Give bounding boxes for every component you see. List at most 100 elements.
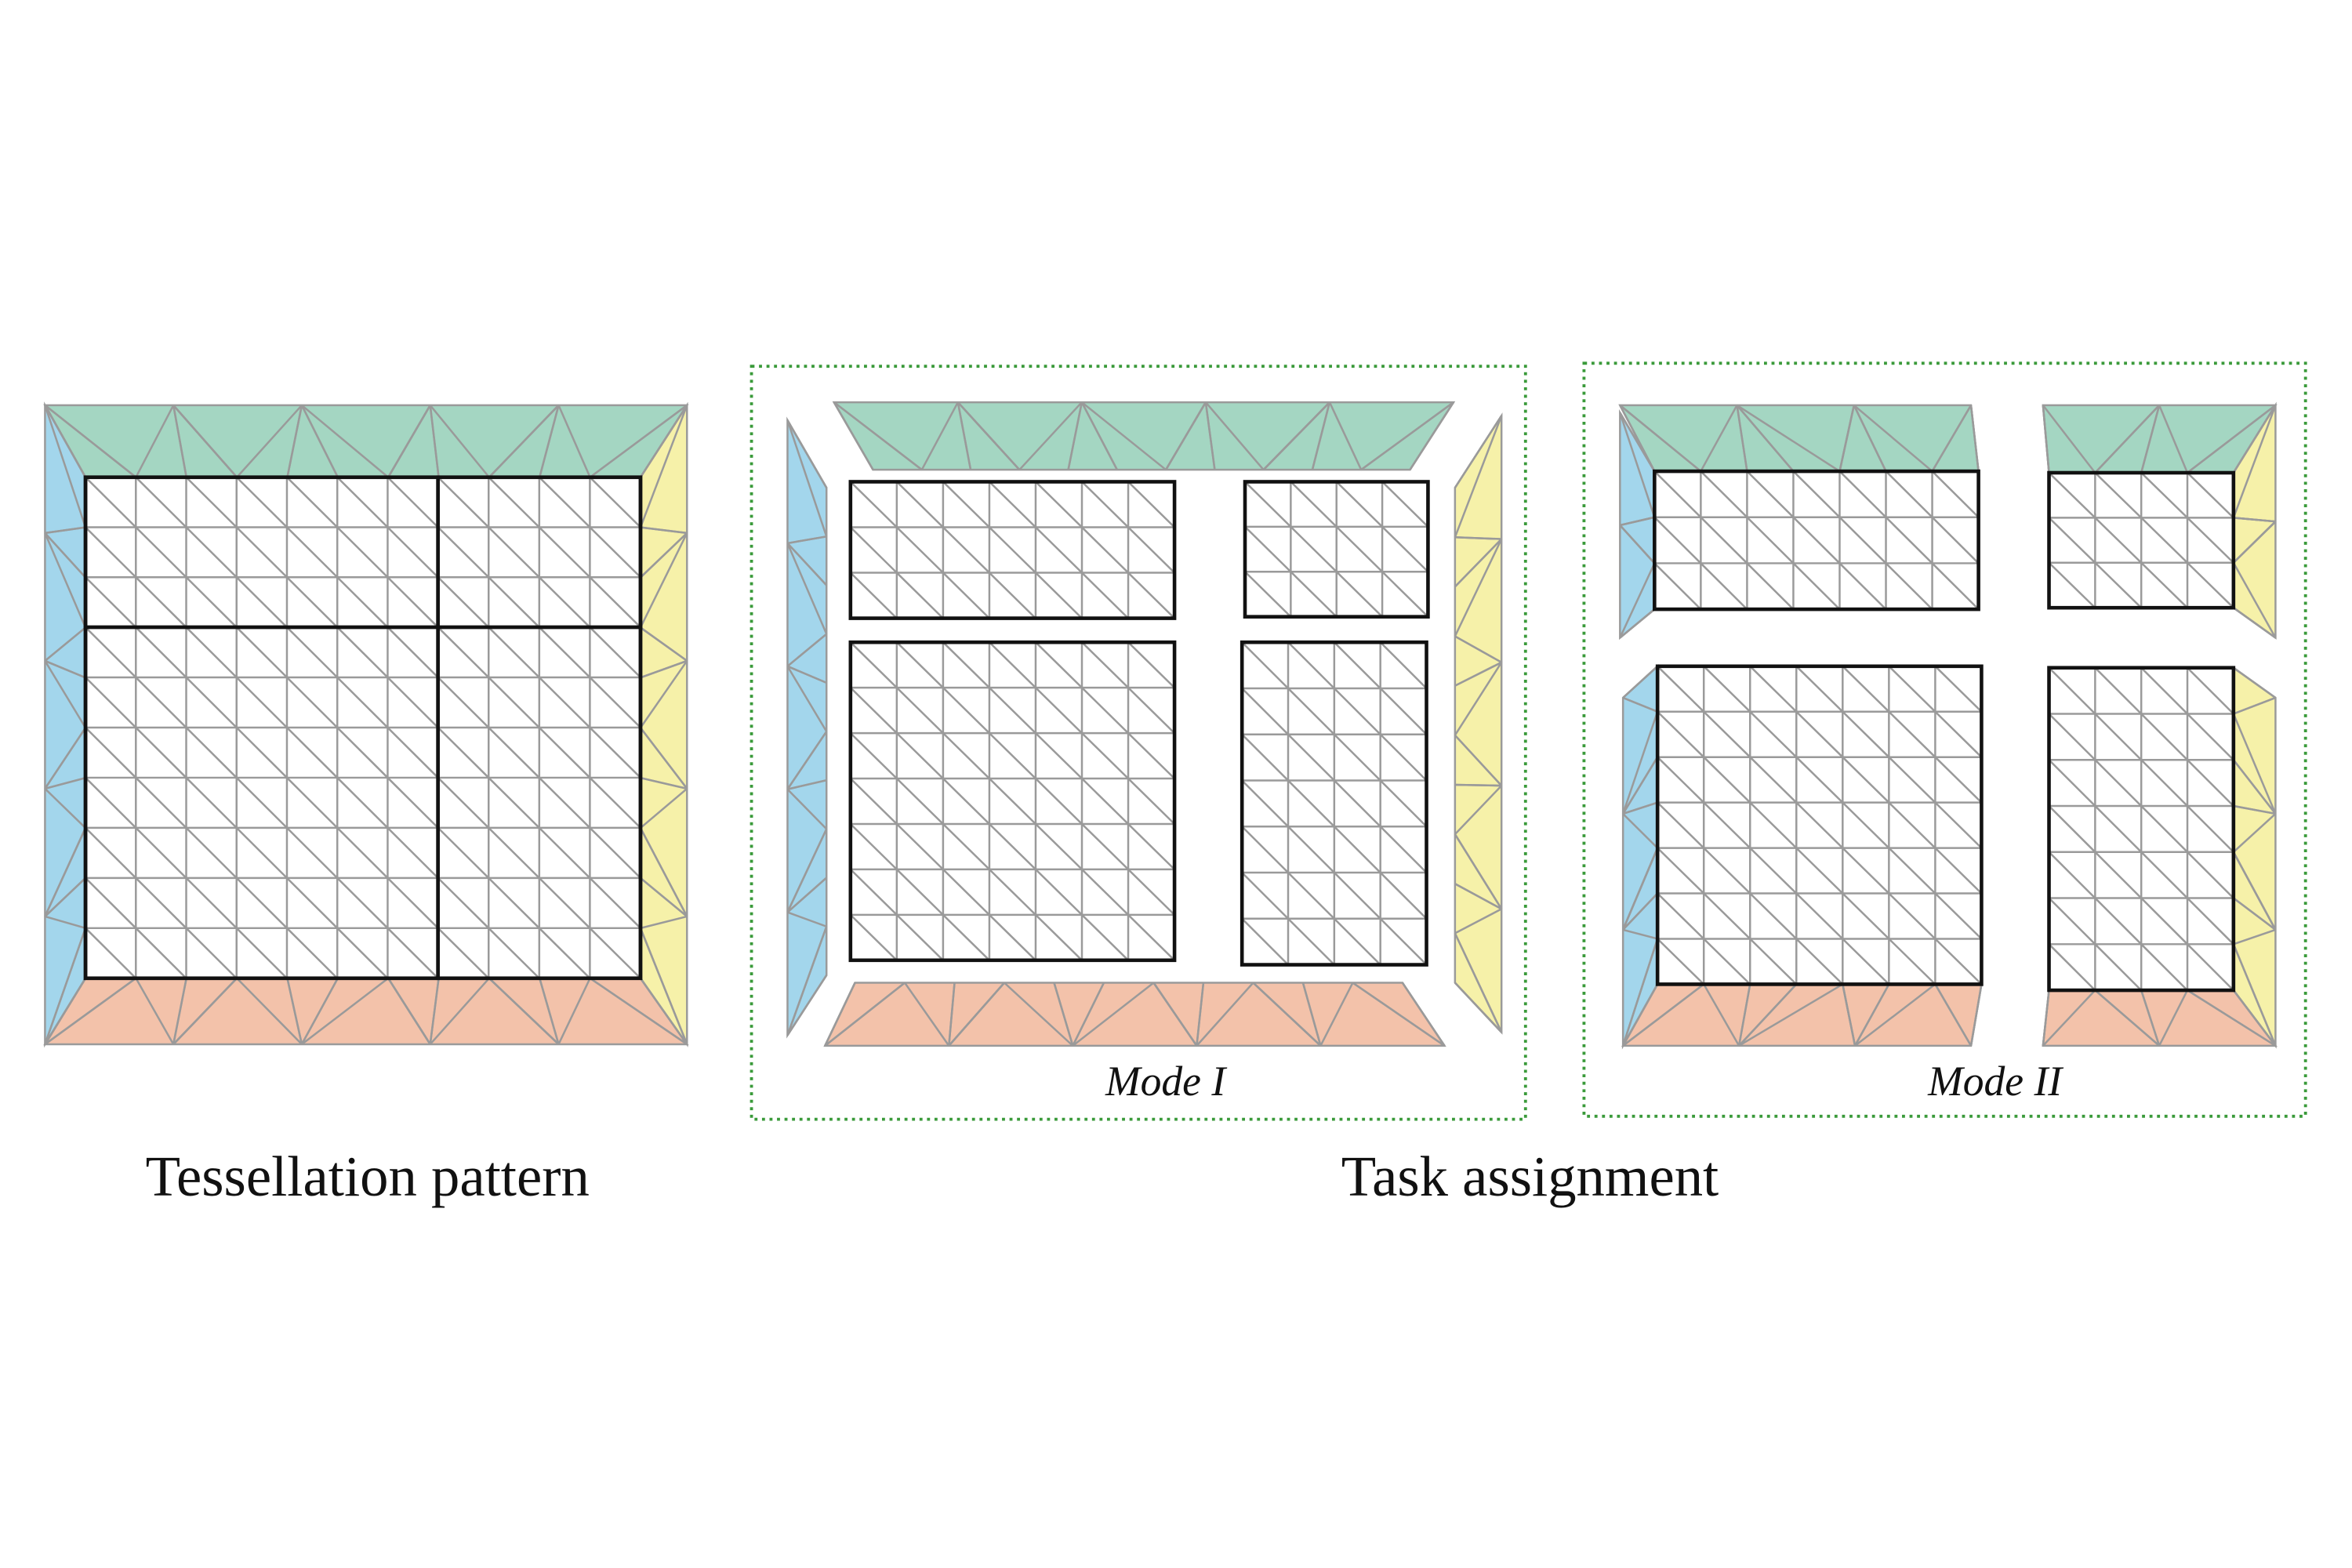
- mode2-bottom-right-strip-edge: [2140, 989, 2161, 1047]
- cell-diagonal: [85, 827, 137, 879]
- mode1-left-strip-edge: [787, 911, 827, 927]
- cell-diagonal: [1795, 892, 1844, 940]
- mode1-bottom-strip-edge: [824, 982, 856, 1047]
- cell-diagonal: [1842, 892, 1890, 940]
- cell-diagonal: [235, 827, 288, 879]
- cell-diagonal: [1838, 562, 1887, 610]
- cell-diagonal: [2140, 897, 2188, 946]
- cell-diagonal: [942, 913, 990, 961]
- cell-diagonal: [1241, 641, 1289, 689]
- cell-diagonal: [1703, 938, 1751, 985]
- cell-diagonal: [2187, 561, 2234, 609]
- cell-diagonal: [1657, 756, 1705, 804]
- mode2-bottom-left-side-strip-edge: [1622, 757, 1659, 815]
- cell-diagonal: [85, 526, 137, 579]
- cell-diagonal: [2094, 666, 2143, 715]
- mode1-left-strip-edge: [786, 419, 828, 488]
- cell-diagonal: [942, 732, 990, 779]
- top-boundary-strip-edge: [172, 405, 187, 477]
- cell-diagonal: [235, 677, 288, 728]
- cell-diagonal: [1653, 562, 1702, 610]
- cell-diagonal: [336, 576, 389, 628]
- cell-diagonal: [135, 827, 187, 879]
- mode2-bottom-right-side-strip-edge: [2232, 943, 2277, 1047]
- cell-diagonal: [1333, 733, 1381, 782]
- mode1-top-strip-edge: [833, 401, 923, 471]
- top-boundary-strip-edge: [300, 405, 339, 478]
- bottom-boundary-strip-edge: [300, 978, 339, 1045]
- mode1-top-strip-edge: [1018, 401, 1083, 471]
- cell-diagonal: [235, 877, 288, 929]
- cell-diagonal: [1335, 571, 1383, 618]
- mode2-block-top-left-outline: [1653, 469, 1980, 612]
- cell-diagonal: [185, 877, 238, 929]
- mode2-bottom-right-side-strip-edge: [2232, 759, 2277, 815]
- cell-diagonal: [895, 778, 944, 825]
- cell-diagonal: [235, 626, 288, 678]
- cell-diagonal: [286, 777, 339, 829]
- cell-diagonal: [1381, 481, 1429, 528]
- right-boundary-strip-edge: [640, 526, 688, 535]
- cell-diagonal: [1934, 892, 1983, 940]
- mode2-bottom-right-side-strip-edge: [2233, 804, 2276, 815]
- mode1-left-strip-edge: [786, 419, 828, 537]
- cell-diagonal: [1081, 641, 1129, 689]
- cell-diagonal: [185, 777, 238, 829]
- cell-diagonal: [2187, 897, 2234, 946]
- cell-diagonal: [1287, 917, 1335, 966]
- cell-diagonal: [2140, 805, 2188, 853]
- cell-diagonal: [286, 626, 339, 678]
- mode2-top-left-strip-edge: [1931, 405, 1973, 472]
- cell-diagonal: [589, 827, 641, 879]
- cell-diagonal: [589, 476, 641, 528]
- mode1-bottom-strip-edge: [1252, 982, 1322, 1047]
- right-boundary-strip-edge: [640, 659, 688, 679]
- cell-diagonal: [1934, 847, 1983, 895]
- right-boundary-strip-edge: [639, 405, 688, 528]
- cell-diagonal: [488, 927, 540, 979]
- mode2-bottom-right-strip-edge: [2158, 989, 2189, 1047]
- cell-diagonal: [1657, 665, 1705, 713]
- cell-diagonal: [538, 927, 591, 979]
- cell-diagonal: [1127, 823, 1175, 870]
- mode1-bottom-strip-edge: [1072, 982, 1155, 1047]
- cell-diagonal: [1934, 938, 1983, 985]
- cell-diagonal: [989, 572, 1036, 619]
- mode1-block-bottom-left-outline: [848, 640, 1177, 963]
- cell-diagonal: [2187, 805, 2234, 853]
- mode2-top-left-side-strip-edge: [1619, 412, 1656, 472]
- cell-diagonal: [1241, 733, 1289, 782]
- mode1-right-strip-edge: [1454, 982, 1503, 1033]
- cell-diagonal: [1287, 826, 1335, 873]
- cell-diagonal: [989, 869, 1036, 916]
- cell-diagonal: [2140, 943, 2188, 991]
- cell-diagonal: [235, 927, 288, 979]
- cell-diagonal: [135, 777, 187, 829]
- top-boundary-strip-edge: [429, 405, 490, 478]
- cell-diagonal: [135, 677, 187, 728]
- mode1-block-top-right-outline: [1243, 480, 1430, 619]
- cell-diagonal: [1244, 481, 1292, 528]
- mode2-top-left-side-strip-edge: [1619, 412, 1656, 518]
- cell-diagonal: [235, 576, 288, 628]
- right-boundary-strip-edge: [639, 927, 688, 1045]
- mode1-bottom-strip-edge: [1352, 982, 1446, 1047]
- mode1-right-strip-edge: [1454, 539, 1503, 637]
- mode1-top-strip-edge: [1328, 401, 1363, 470]
- mode2-top-left-side-strip-edge: [1620, 516, 1655, 527]
- mode2-bottom-right-side-strip-edge: [2233, 666, 2277, 699]
- left-boundary-strip-edge: [44, 405, 87, 478]
- cell-diagonal: [895, 823, 944, 870]
- cell-diagonal: [942, 687, 990, 734]
- cell-diagonal: [538, 576, 591, 628]
- cell-diagonal: [1035, 687, 1083, 734]
- cell-diagonal: [2140, 561, 2188, 609]
- cell-diagonal: [1127, 732, 1175, 779]
- cell-diagonal: [1241, 872, 1289, 920]
- cell-diagonal: [2048, 713, 2096, 761]
- cell-diagonal: [1081, 687, 1129, 734]
- cell-diagonal: [1035, 732, 1083, 779]
- cell-diagonal: [1703, 756, 1751, 804]
- cell-diagonal: [1035, 869, 1083, 916]
- cell-diagonal: [2140, 713, 2188, 761]
